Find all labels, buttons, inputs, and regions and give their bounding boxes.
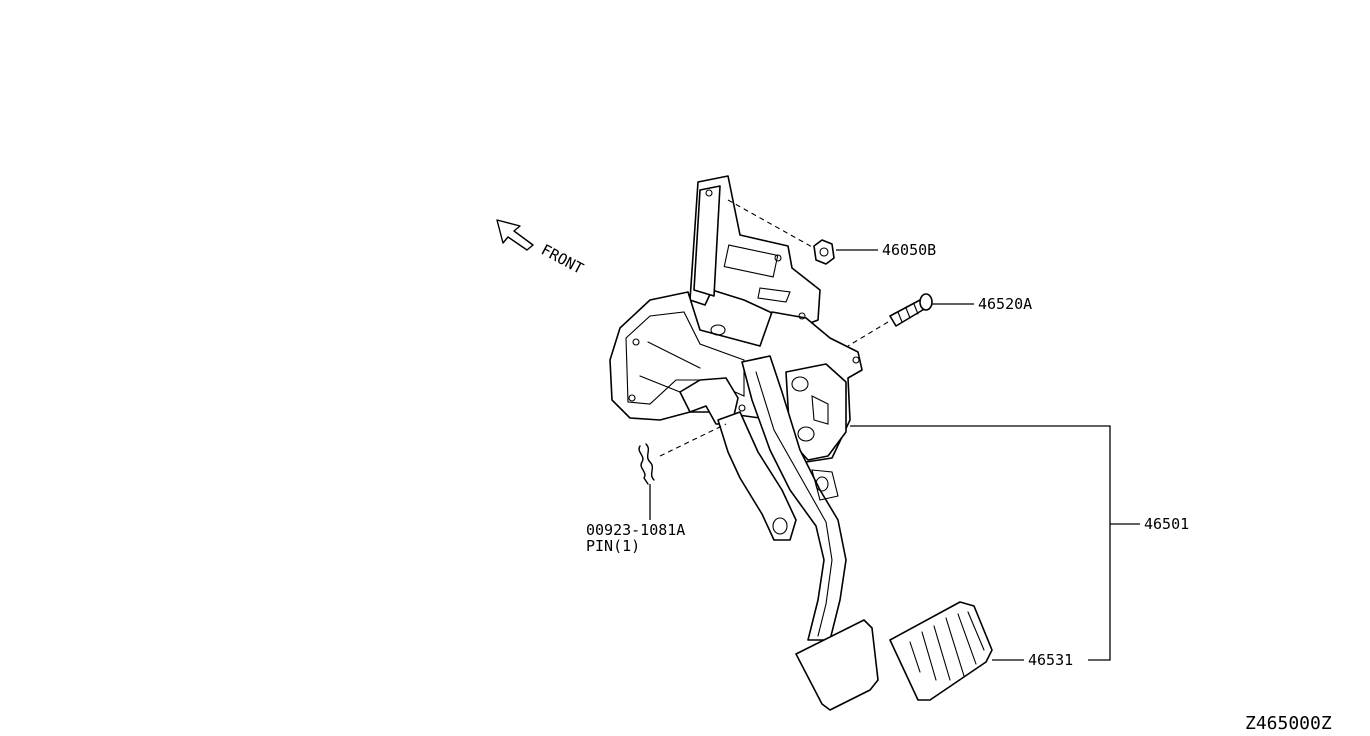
pedal-pad-part xyxy=(889,601,993,701)
pedal-pad-installed xyxy=(795,619,879,711)
front-direction-indicator: FRONT xyxy=(496,219,586,278)
pedal-bracket xyxy=(609,175,863,463)
part-number-46501: 46501 xyxy=(1144,515,1189,533)
nut-46050b xyxy=(727,199,835,265)
part-number-46531: 46531 xyxy=(1028,651,1073,669)
part-number-46050b: 46050B xyxy=(882,241,936,259)
pedal-arm xyxy=(717,355,847,641)
diagram-code: Z465000Z xyxy=(1245,713,1332,734)
part-description-pin: PIN(1) xyxy=(586,537,640,555)
pin-00923-1081a xyxy=(638,423,727,485)
part-number-46520a: 46520A xyxy=(978,295,1032,313)
leader-lines xyxy=(649,249,1140,661)
front-label: FRONT xyxy=(538,241,586,278)
bolt-46520a xyxy=(847,293,933,347)
front-arrow-icon xyxy=(496,219,534,251)
part-number-00923-1081a: 00923-1081A xyxy=(586,521,685,539)
